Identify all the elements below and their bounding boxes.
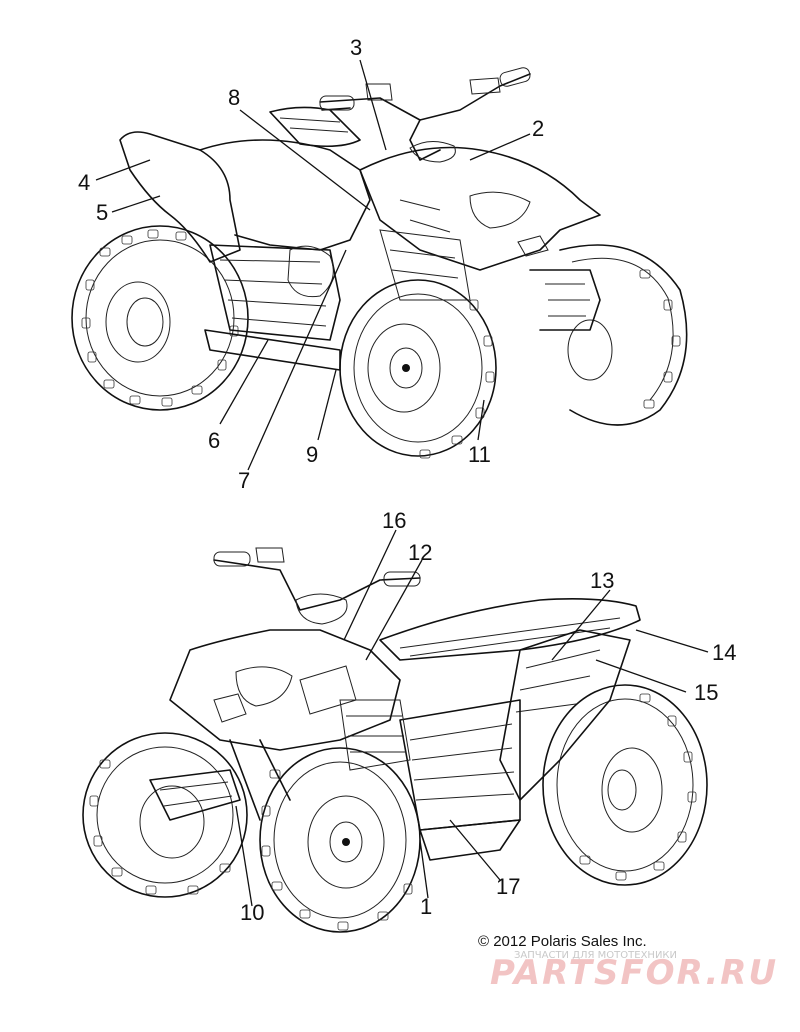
front-right-wheel: [259, 747, 421, 933]
callout-15: 15: [694, 680, 718, 705]
callout-12: 12: [408, 540, 432, 565]
atv-body-front: [149, 547, 641, 861]
leader-lines-top: [95, 59, 531, 471]
callout-7: 7: [238, 468, 250, 493]
callouts-top: 3 8 2 4 5 6 7 9 11: [78, 35, 544, 493]
front-wheel: [339, 279, 497, 459]
callout-1: 1: [420, 894, 432, 919]
callout-2: 2: [532, 116, 544, 141]
callouts-bottom: 16 12 13 14 15 10 1 17: [240, 508, 736, 925]
atv-body: [119, 67, 601, 371]
callout-17: 17: [496, 874, 520, 899]
atv-front-view-drawing: [82, 547, 708, 933]
rear-right-wheel: [559, 244, 688, 426]
rear-wheel: [542, 684, 708, 886]
watermark-brand: PARTSFOR.RU: [490, 953, 778, 993]
callout-10: 10: [240, 900, 264, 925]
callout-11: 11: [468, 442, 491, 467]
callout-5: 5: [96, 200, 108, 225]
front-left-wheel: [82, 732, 248, 898]
atv-rear-view-drawing: [71, 67, 688, 459]
callout-16: 16: [382, 508, 406, 533]
copyright-text: © 2012 Polaris Sales Inc.: [478, 933, 647, 950]
rear-left-wheel: [71, 225, 249, 411]
callout-8: 8: [228, 85, 240, 110]
leader-lines-bottom: [235, 529, 709, 907]
callout-9: 9: [306, 442, 318, 467]
callout-3: 3: [350, 35, 362, 60]
callout-14: 14: [712, 640, 736, 665]
callout-4: 4: [78, 170, 90, 195]
watermark-tagline: ЗАПЧАСТИ ДЛЯ МОТОТЕХНИКИ: [514, 950, 677, 961]
callout-13: 13: [590, 568, 614, 593]
callout-6: 6: [208, 428, 220, 453]
